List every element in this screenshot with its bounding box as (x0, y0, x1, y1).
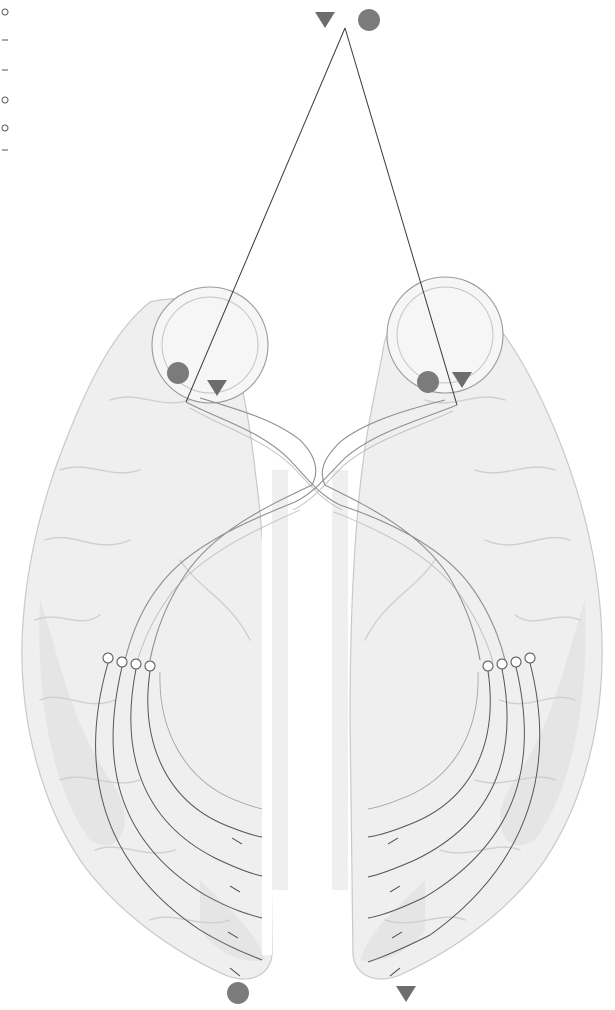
left-hemisphere (22, 299, 272, 979)
field-circle-symbol (358, 9, 380, 31)
left-retina-circle-symbol (167, 362, 189, 384)
corner-marks (2, 9, 8, 150)
right-hemisphere (350, 290, 602, 979)
midline (272, 470, 348, 890)
field-triangle-symbol (315, 12, 335, 28)
left-cortex-circle-symbol (227, 982, 249, 1004)
right-retina-circle-symbol (417, 371, 439, 393)
right-eye-icon (387, 277, 503, 393)
right-cortex-triangle-symbol (396, 986, 416, 1002)
visual-field-symbols (315, 9, 380, 31)
